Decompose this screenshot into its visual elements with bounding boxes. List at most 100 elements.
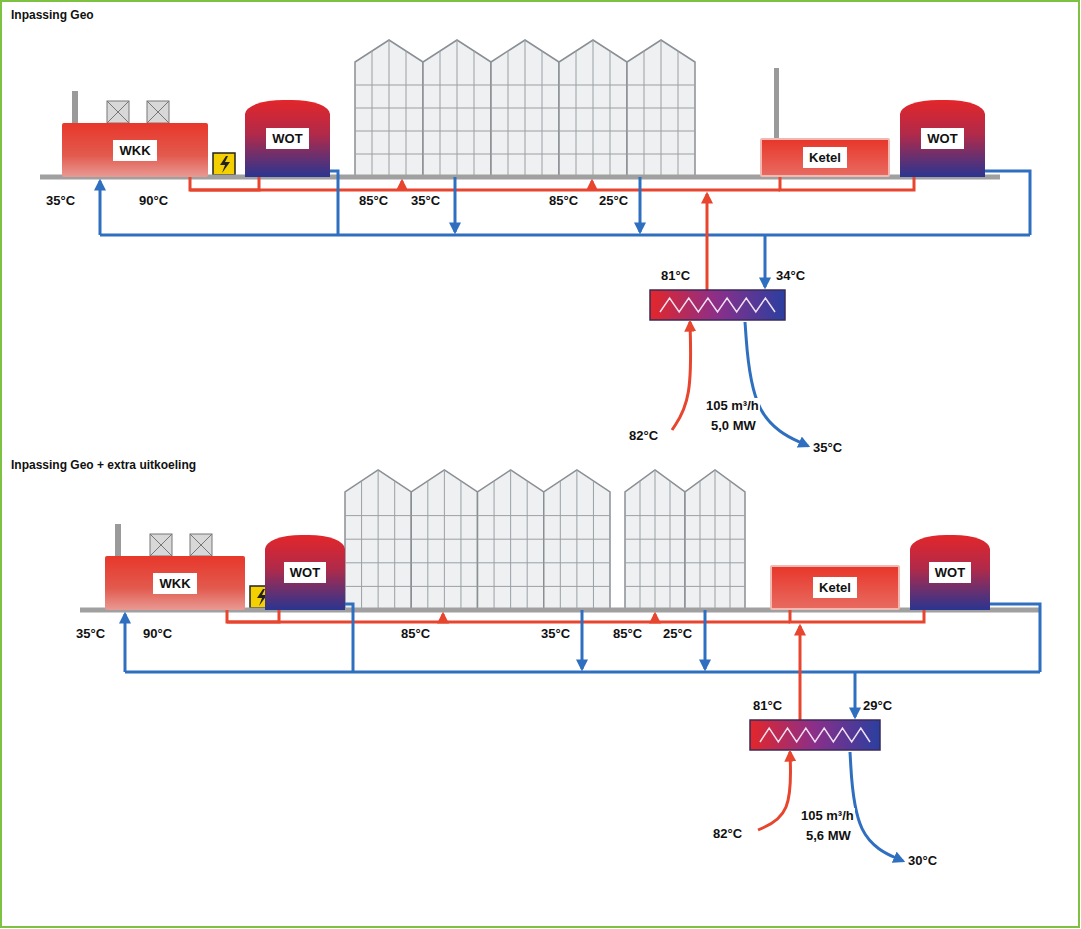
greenhouse-rib	[685, 515, 745, 516]
panel-illustration	[80, 470, 1040, 861]
greenhouse-rib	[625, 562, 685, 563]
node-label: Ketel	[803, 147, 847, 168]
value-label: 35°C	[812, 440, 843, 455]
greenhouse-rib	[655, 470, 656, 610]
wkk-box: WKK	[62, 123, 208, 177]
greenhouse-rib	[625, 586, 685, 587]
greenhouse-rib	[355, 154, 423, 155]
wot-box: WOT	[910, 535, 990, 610]
value-label: 25°C	[598, 193, 629, 208]
greenhouse-rib	[440, 51, 441, 177]
greenhouse-rib	[411, 586, 477, 587]
greenhouse-rib	[544, 562, 610, 563]
greenhouse-rib	[423, 108, 491, 109]
greenhouse-rib	[576, 470, 577, 610]
greenhouse-bay	[685, 470, 745, 610]
greenhouse-rib	[559, 85, 627, 86]
greenhouse-rib	[593, 481, 594, 610]
greenhouse-rib	[685, 586, 745, 587]
power-symbol	[220, 156, 230, 173]
greenhouse-rib	[491, 108, 559, 109]
vent	[107, 101, 129, 123]
greenhouse-rib	[491, 154, 559, 155]
supply-pipe	[227, 610, 279, 622]
heat-exchanger-coil	[660, 298, 775, 312]
greenhouse-rib	[560, 481, 561, 610]
greenhouse-rib	[508, 51, 509, 177]
greenhouse-bay	[491, 40, 559, 177]
value-label: 34°C	[775, 268, 806, 283]
supply-pipe	[790, 610, 924, 622]
value-label: 85°C	[548, 193, 579, 208]
return-pipe	[100, 234, 1030, 237]
greenhouse-rib	[355, 108, 423, 109]
return-tap	[639, 177, 642, 232]
greenhouse-bay	[423, 40, 491, 177]
greenhouse-rib	[678, 51, 679, 177]
greenhouse-rib	[355, 85, 423, 86]
value-label: 105 m³/h	[800, 808, 855, 823]
return-tap	[581, 610, 584, 669]
greenhouse-rib	[542, 51, 543, 177]
greenhouse-rib	[478, 515, 544, 516]
supply-tap	[442, 614, 445, 622]
return-pipe	[99, 181, 102, 235]
greenhouse-rib	[474, 51, 475, 177]
greenhouse-rib	[372, 51, 373, 177]
greenhouse-rib	[625, 539, 685, 540]
value-label: 85°C	[612, 626, 643, 641]
greenhouse-rib	[685, 562, 745, 563]
greenhouse-rib	[510, 470, 511, 610]
node-label: WOT	[921, 128, 963, 149]
node-label: WKK	[113, 140, 156, 161]
wot-box: WOT	[265, 535, 345, 610]
greenhouse-rib	[361, 481, 362, 610]
value-label: 35°C	[45, 193, 76, 208]
greenhouse-rib	[544, 539, 610, 540]
return-pipe	[352, 610, 355, 672]
return-tap	[704, 610, 707, 669]
heat-exchanger	[650, 290, 785, 320]
greenhouse-rib	[444, 470, 445, 610]
power-symbol	[213, 153, 235, 175]
value-label: 90°C	[138, 193, 169, 208]
value-label: 85°C	[400, 626, 431, 641]
supply-tap	[401, 181, 404, 190]
greenhouse-rib	[700, 481, 701, 610]
heat-exchanger	[750, 720, 880, 750]
wot-box: WOT	[900, 100, 985, 177]
vent	[150, 534, 172, 556]
greenhouse-rib	[478, 539, 544, 540]
supply-tap	[591, 181, 594, 190]
return-pipe	[984, 604, 1040, 672]
greenhouse-rib	[544, 515, 610, 516]
greenhouse-rib	[627, 131, 695, 132]
node-label: WOT	[266, 128, 308, 149]
greenhouse-rib	[576, 51, 577, 177]
value-label: 105 m³/h	[705, 398, 760, 413]
node-label: WKK	[153, 573, 196, 594]
geo-well-supply	[672, 322, 691, 430]
greenhouse-bay	[627, 40, 695, 177]
greenhouse-rib	[394, 481, 395, 610]
supply-tap	[654, 614, 657, 622]
greenhouse-bay	[345, 470, 411, 610]
greenhouse-rib	[670, 481, 671, 610]
greenhouse-rib	[544, 586, 610, 587]
value-label: 35°C	[410, 193, 441, 208]
greenhouse-rib	[730, 481, 731, 610]
greenhouse-bay	[355, 40, 423, 177]
greenhouse-rib	[559, 154, 627, 155]
greenhouse-rib	[345, 562, 411, 563]
value-label: 5,6 MW	[805, 828, 852, 843]
chimney	[72, 91, 78, 123]
greenhouse-rib	[423, 154, 491, 155]
greenhouse-bay	[411, 470, 477, 610]
wot-box: WOT	[245, 100, 330, 177]
return-pipe	[124, 614, 127, 672]
value-label: 82°C	[628, 428, 659, 443]
greenhouse-rib	[411, 562, 477, 563]
value-label: 29°C	[862, 698, 893, 713]
greenhouse-rib	[491, 131, 559, 132]
